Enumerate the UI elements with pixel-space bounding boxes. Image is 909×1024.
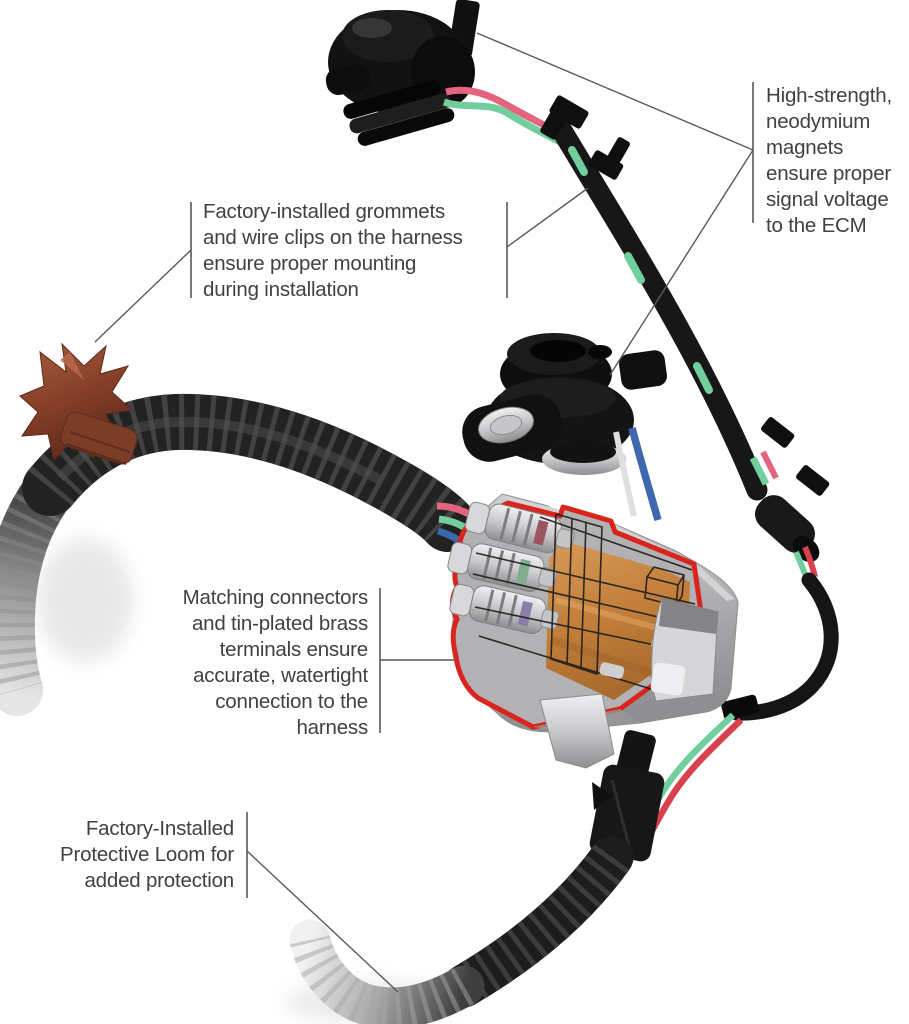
callout-line: Protective Loom for	[60, 843, 234, 866]
callout-line: accurate, watertight	[193, 664, 368, 687]
schematic-wireframe	[472, 512, 698, 694]
callout-line: added protection	[84, 869, 234, 892]
callout-line: Factory-Installed	[85, 817, 234, 840]
wire-clip	[608, 137, 630, 163]
callout-line: terminals ensure	[219, 638, 369, 661]
callout-line: High-strength,	[766, 84, 892, 107]
bottom-protective-loom	[289, 835, 634, 1024]
callout-connectors: Matching connectors and tin-plated brass t…	[146, 585, 369, 741]
wire-clip	[588, 150, 624, 180]
tin-plated-terminal	[464, 501, 575, 554]
callout-line: harness	[296, 716, 368, 739]
leader-line-grommet	[94, 249, 192, 343]
callout-line: Factory-installed grommets	[203, 200, 446, 223]
main-harness-cable	[540, 95, 830, 562]
soft-shadow	[37, 538, 133, 662]
callout-line: during installation	[203, 278, 359, 301]
middle-position-sensor	[462, 333, 667, 475]
callout-line: and wire clips on the harness	[203, 226, 463, 249]
connector-cutaway	[447, 493, 739, 769]
callout-line: Matching connectors	[182, 586, 369, 609]
wire-clip	[549, 95, 589, 129]
callout-line: signal voltage	[766, 188, 889, 211]
callout-line: ensure proper mounting	[203, 252, 417, 275]
green-tape-marker	[693, 362, 713, 394]
leader-line-magnets-upper	[476, 32, 754, 151]
green-tape-marker	[624, 252, 645, 284]
wire-clips	[540, 95, 830, 496]
camshaft-sensor-top	[325, 0, 480, 146]
wire-clip	[761, 417, 795, 448]
copper-grommet	[19, 342, 138, 465]
red-wire	[802, 545, 818, 578]
leader-line-loom	[246, 850, 399, 993]
callout-rules	[190, 82, 754, 898]
tin-plated-terminal	[449, 583, 560, 635]
callout-line: connection to the	[215, 690, 368, 713]
callout-line: neodymium	[766, 110, 871, 133]
white-wire	[613, 431, 637, 517]
callout-line: to the ECM	[766, 214, 867, 237]
callout-line: and tin-plated brass	[191, 612, 368, 635]
wire-clip	[796, 465, 830, 496]
wire-clip	[540, 108, 568, 140]
leader-line-wire-clips	[506, 187, 589, 248]
lower-bracket	[539, 693, 615, 769]
callout-line: ensure proper	[766, 162, 892, 185]
green-tape-marker	[568, 146, 588, 176]
callout-line: magnets	[766, 136, 844, 159]
leader-line-magnets-lower	[609, 149, 754, 376]
blue-wire	[628, 427, 662, 522]
callout-grommets: Factory-installed grommets and wire clips…	[203, 199, 515, 303]
leader-lines	[94, 32, 754, 993]
callout-magnets: High-strength, neodymium magnets ensure pro…	[766, 83, 909, 239]
black-sleeve	[729, 572, 839, 721]
